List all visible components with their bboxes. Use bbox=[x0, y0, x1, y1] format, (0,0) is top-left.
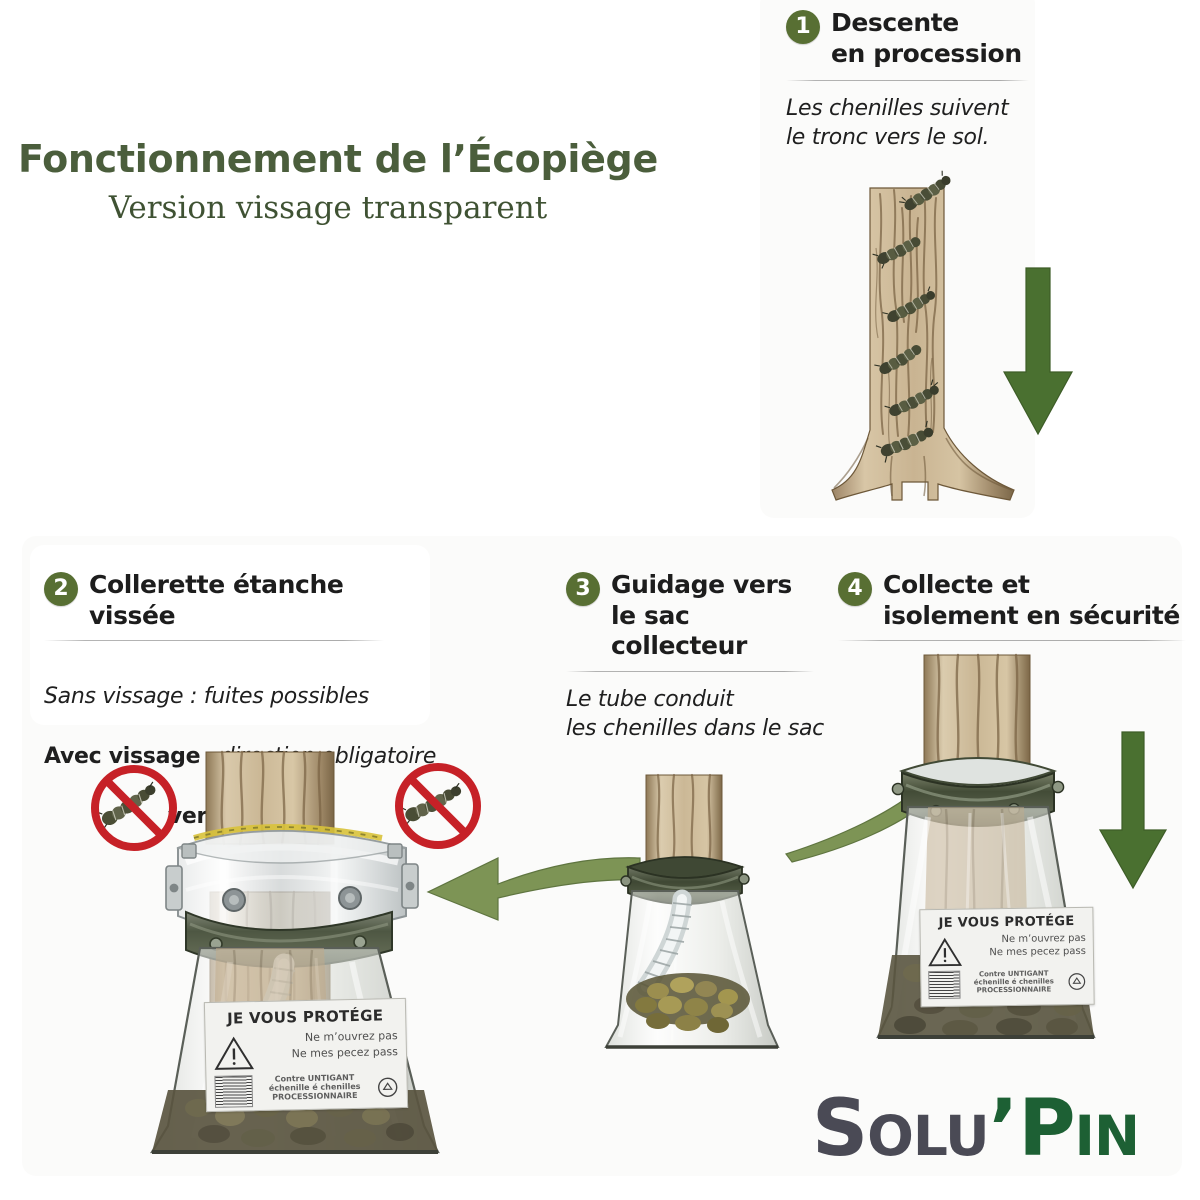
transparent-collar bbox=[165, 830, 419, 935]
bag-label-line-1: Ne m’ouvrez pas bbox=[304, 1029, 398, 1045]
arrow-down-step1 bbox=[1000, 267, 1076, 438]
step-1-divider bbox=[786, 80, 1029, 81]
page-subtitle: Version vissage transparent bbox=[108, 189, 548, 226]
step-1-badge: 1 bbox=[786, 10, 820, 44]
step-4-divider bbox=[838, 640, 1186, 641]
brand-logo: Solu ’ Pin bbox=[812, 1084, 1140, 1174]
bag-label-title: JE VOUS PROTÉGE bbox=[938, 914, 1075, 931]
step-2-divider bbox=[44, 640, 384, 641]
ecopiege-transparent-collar bbox=[150, 750, 440, 1154]
caterpillar-pile bbox=[626, 973, 750, 1033]
step-3-badge: 3 bbox=[566, 572, 600, 606]
step-1-description: Les chenilles suivent le tronc vers le s… bbox=[786, 96, 1009, 151]
bag-label-line-2: Ne mes pecez pass bbox=[989, 945, 1087, 959]
step-3-illustration bbox=[604, 773, 825, 1065]
step-2-illustration: JE VOUS PROTÉGE Ne m’ouvrez pas Ne mes p… bbox=[138, 750, 468, 1182]
step-2-badge: 2 bbox=[44, 572, 78, 606]
step-3-description: Le tube conduit les chenilles dans le sa… bbox=[566, 686, 824, 741]
bag-label-title: JE VOUS PROTÉGE bbox=[226, 1006, 384, 1028]
caterpillar-group bbox=[872, 170, 951, 463]
barcode-block bbox=[214, 1075, 254, 1108]
step-1-header: 1 Descente en procession Les chenilles s… bbox=[786, 8, 1046, 152]
tree-trunk-with-caterpillars bbox=[831, 170, 1015, 501]
step-4-header: 4 Collecte et isolement en sécurité bbox=[838, 570, 1188, 641]
step-4-illustration: JE VOUS PROTÉGE Ne m’ouvrez pas Ne mes p… bbox=[876, 653, 1105, 1070]
step-3-title: Guidage vers le sac collecteur bbox=[611, 570, 792, 660]
prohibition-left bbox=[88, 762, 180, 854]
step-2-desc-emphasis: Avec vissage bbox=[44, 744, 201, 770]
step-2-desc-line-1: Sans vissage : fuites possibles bbox=[44, 684, 369, 710]
bag-label-step-4: JE VOUS PROTÉGE Ne m’ouvrez pas Ne mes p… bbox=[919, 906, 1095, 1008]
ecopiege-bag-small bbox=[604, 773, 780, 1049]
brand-apostrophe: ’ bbox=[988, 1084, 1019, 1174]
title-block: Fonctionnement de l’Écopiège Version vis… bbox=[18, 137, 658, 226]
prohibition-right bbox=[392, 760, 484, 852]
page-title: Fonctionnement de l’Écopiège bbox=[18, 137, 658, 181]
step-3-divider bbox=[566, 670, 814, 672]
step-4-badge: 4 bbox=[838, 572, 872, 606]
brand-solu: Solu bbox=[812, 1084, 990, 1174]
arrow-left-icon bbox=[426, 857, 641, 921]
panel-tint-step2 bbox=[30, 545, 430, 725]
no-caterpillar-icon bbox=[395, 763, 481, 849]
barcode-block bbox=[928, 970, 961, 1000]
ecopiege-installed bbox=[876, 653, 1096, 1039]
bag-label-line-1: Ne m’ouvrez pas bbox=[1001, 932, 1086, 946]
step-2-title: Collerette étanche vissée bbox=[89, 570, 344, 630]
step-1-illustration bbox=[831, 170, 1022, 510]
bag-label-micro-3: PROCESSIONNAIRE bbox=[272, 1090, 358, 1102]
recycle-icon bbox=[376, 1076, 398, 1098]
step-1-title: Descente en procession bbox=[831, 8, 1022, 68]
warning-triangle-icon bbox=[928, 937, 963, 967]
step-3-header: 3 Guidage vers le sac collecteur Le tube… bbox=[566, 570, 831, 743]
no-caterpillar-icon bbox=[91, 765, 177, 851]
step-4-title: Collecte et isolement en sécurité bbox=[883, 570, 1180, 630]
bag-label-micro-3: PROCESSIONNAIRE bbox=[976, 985, 1052, 995]
warning-triangle-icon bbox=[214, 1036, 255, 1071]
brand-pin: Pin bbox=[1018, 1084, 1140, 1174]
arrow-down-step4 bbox=[1098, 731, 1170, 892]
flow-arrow-left bbox=[420, 840, 641, 921]
bag-label-line-2: Ne mes pecez pass bbox=[291, 1045, 399, 1061]
bag-label-step-2: JE VOUS PROTÉGE Ne m’ouvrez pas Ne mes p… bbox=[203, 997, 409, 1113]
collection-bag-step-3 bbox=[604, 889, 780, 1049]
recycle-icon bbox=[1067, 972, 1086, 991]
